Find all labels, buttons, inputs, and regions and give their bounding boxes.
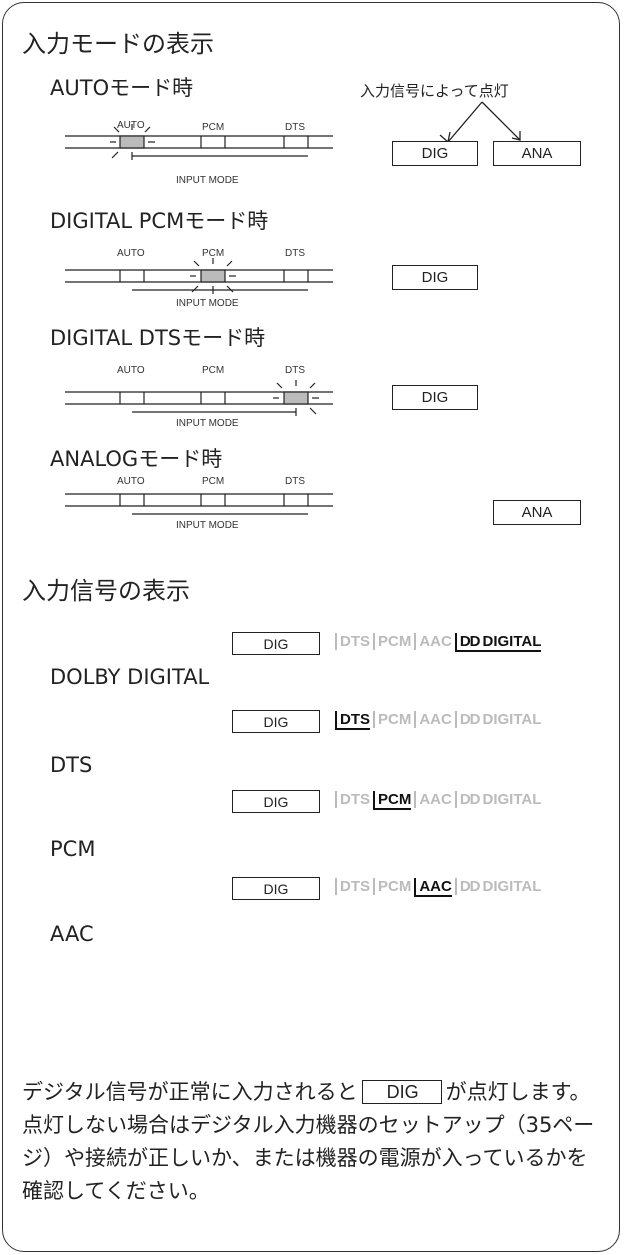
segment-dts: DTS — [335, 791, 370, 808]
segment-pcm: PCM — [373, 791, 412, 810]
panel-label-dts: DTS — [285, 476, 305, 487]
footer-dig-box: DIG — [361, 1080, 442, 1104]
segment-digital-label: DIGITAL — [482, 633, 542, 650]
signal-name: PCM — [50, 837, 96, 861]
input-mode-panel-dts — [65, 380, 333, 416]
signal-name: AAC — [50, 922, 94, 946]
auto-dig-indicator: DIG — [392, 141, 478, 166]
mode-heading-analog: ANALOGモード時 — [50, 447, 223, 471]
input-mode-panel-auto — [65, 124, 333, 160]
segment-aac: AAC — [414, 633, 452, 650]
analog-ana-indicator: ANA — [493, 500, 581, 525]
panel-label-dts: DTS — [285, 248, 305, 259]
panel-label-auto: AUTO — [117, 120, 145, 131]
dolby-mark-icon: DD — [459, 791, 481, 808]
section-title-input-signal: 入力信号の表示 — [22, 577, 190, 605]
dolby-mark-icon: DD — [459, 633, 481, 650]
mode-heading-dts: DIGITAL DTSモード時 — [50, 326, 266, 350]
panel-label-dts: DTS — [285, 122, 305, 133]
segment-dts: DTS — [335, 878, 370, 895]
footer-text-rest: します。点灯しない場合はデジタル入力機器のセットアップ（35ページ）や接続が正し… — [22, 1080, 595, 1203]
segment-aac: AAC — [414, 791, 452, 808]
auto-ana-indicator: ANA — [493, 141, 581, 166]
segment-dts: DTS — [335, 633, 370, 650]
panel-label-pcm: PCM — [202, 476, 225, 487]
signal-dig-indicator: DIG — [232, 710, 320, 733]
auto-note: 入力信号によって点灯 — [360, 82, 509, 100]
signal-name: DOLBY DIGITAL — [50, 665, 210, 689]
footer-text-after: が点灯 — [445, 1080, 509, 1104]
panel-label-auto: AUTO — [117, 248, 145, 259]
signal-name: DTS — [50, 753, 93, 777]
dts-dig-indicator: DIG — [392, 385, 478, 410]
panel-label-pcm: PCM — [202, 122, 225, 133]
segment-dts: DTS — [335, 711, 370, 730]
segment-digital-label: DIGITAL — [482, 878, 542, 895]
footer-text-before: デジタル信号が正常に入力されると — [22, 1080, 358, 1104]
dolby-mark-icon: DD — [459, 711, 481, 728]
segment-pcm: PCM — [373, 878, 411, 895]
segment-aac: AAC — [414, 878, 452, 897]
section-title-input-mode: 入力モードの表示 — [22, 30, 214, 58]
dolby-mark-icon: DD — [459, 878, 481, 895]
panel-label-input-mode: INPUT MODE — [176, 175, 239, 186]
panel-label-auto: AUTO — [117, 476, 145, 487]
input-mode-panel-analog — [65, 493, 333, 515]
panel-label-input-mode: INPUT MODE — [176, 520, 239, 531]
signal-dig-indicator: DIG — [232, 790, 320, 813]
segment-pcm: PCM — [373, 633, 411, 650]
pcm-dig-indicator: DIG — [392, 265, 478, 290]
note-arrows — [439, 101, 521, 144]
panel-label-dts: DTS — [285, 365, 305, 376]
segment-pcm: PCM — [373, 711, 411, 728]
mode-heading-auto: AUTOモード時 — [50, 76, 194, 100]
panel-label-auto: AUTO — [117, 365, 145, 376]
input-mode-panel-pcm — [65, 258, 333, 294]
segment-aac: AAC — [414, 711, 452, 728]
segment-digital-label: DIGITAL — [482, 711, 542, 728]
panel-label-input-mode: INPUT MODE — [176, 298, 239, 309]
signal-dig-indicator: DIG — [232, 632, 320, 655]
panel-label-pcm: PCM — [202, 248, 225, 259]
signal-dig-indicator: DIG — [232, 877, 320, 900]
mode-heading-pcm: DIGITAL PCMモード時 — [50, 209, 269, 233]
panel-label-pcm: PCM — [202, 365, 225, 376]
panel-label-input-mode: INPUT MODE — [176, 418, 239, 429]
segment-digital-label: DIGITAL — [482, 791, 542, 808]
